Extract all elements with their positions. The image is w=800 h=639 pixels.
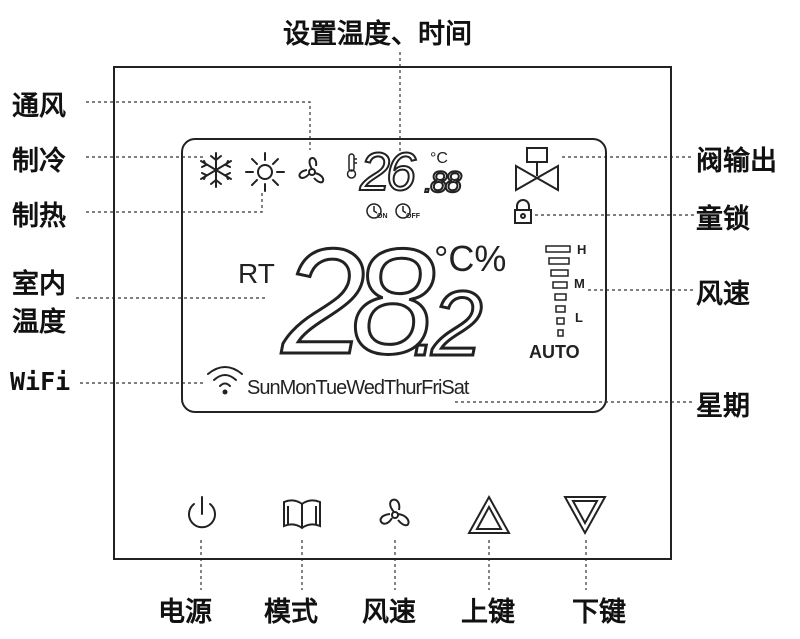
timer-off-text: OFF — [406, 213, 420, 220]
room-temp-unit: °C% — [434, 238, 507, 279]
wifi-icon — [207, 366, 243, 395]
timer-on-text: ON — [377, 213, 388, 220]
fan-button-label: 风速 — [362, 597, 416, 628]
speed-low-label: L — [575, 310, 583, 325]
speed-high-label: H — [577, 242, 587, 257]
label-room-temp-line1: 室内 — [12, 269, 66, 300]
label-weekday: 星期 — [696, 391, 750, 422]
timer-off-icon — [395, 203, 411, 219]
rt-label: RT — [238, 258, 275, 289]
label-wifi: WiFi — [10, 367, 71, 396]
power-button-label: 电源 — [158, 597, 212, 628]
label-heating: 制热 — [12, 201, 66, 232]
label-fan-speed: 风速 — [696, 279, 750, 310]
label-cooling: 制冷 — [12, 146, 66, 177]
up-button-label: 上键 — [461, 597, 515, 628]
label-ventilation: 通风 — [12, 91, 66, 122]
thermostat-panel — [113, 66, 672, 560]
room-temp-decimal: .2 — [411, 273, 485, 375]
room-temp-display: 28 — [281, 217, 437, 385]
label-room-temp-line2: 温度 — [12, 307, 66, 338]
label-child-lock: 童锁 — [696, 204, 750, 235]
down-arrow-icon[interactable] — [562, 494, 608, 536]
fan-speed-bars — [545, 245, 571, 337]
set-temp-decimal: .88 — [423, 165, 463, 200]
down-button-label: 下键 — [572, 597, 626, 628]
set-temp-unit: °C — [430, 150, 448, 167]
timer-on-icon — [366, 203, 382, 219]
sun-icon — [245, 152, 285, 192]
lock-icon — [514, 199, 532, 224]
set-temp-display: 26 — [359, 141, 417, 203]
label-set-temp-time: 设置温度、时间 — [283, 19, 472, 50]
mode-button-label: 模式 — [264, 597, 318, 628]
auto-label: AUTO — [529, 342, 580, 362]
fan-speed-button-icon[interactable] — [374, 494, 416, 536]
thermometer-icon — [346, 153, 357, 179]
label-valve-output: 阀输出 — [696, 146, 777, 177]
lcd-screen — [181, 138, 607, 413]
snowflake-icon — [200, 152, 232, 188]
up-arrow-icon[interactable] — [466, 494, 512, 536]
speed-medium-label: M — [574, 276, 585, 291]
weekday-row: SunMonTueWedThurFriSat — [247, 377, 469, 399]
fan-icon — [298, 157, 325, 184]
power-icon[interactable] — [185, 494, 219, 534]
valve-icon — [515, 147, 559, 192]
mode-book-icon[interactable] — [280, 496, 324, 532]
